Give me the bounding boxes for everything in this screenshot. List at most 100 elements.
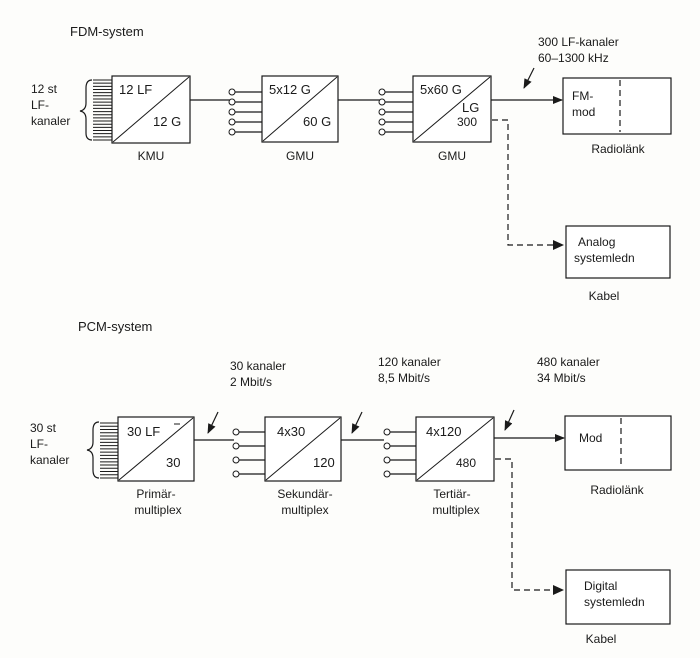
fdm-gmu2-ports <box>378 88 413 136</box>
port-terminal <box>378 108 386 116</box>
fdm-output-pointer <box>523 67 535 89</box>
pcm-tertiary-ports <box>383 428 416 478</box>
pcm-input-label: 30 st LF- kanaler <box>30 421 69 467</box>
pcm-primary-top: 30 LF <box>127 424 160 439</box>
svg-text:LF-: LF- <box>31 98 49 112</box>
port-terminal <box>378 118 386 126</box>
port-terminal <box>228 98 236 106</box>
pcm-radio-block: Mod <box>564 415 672 471</box>
pcm-note-2: 120 kanaler 8,5 Mbit/s <box>378 355 441 385</box>
pcm-tertiary-block: 4x120 480 <box>415 416 495 482</box>
pcm-secondary-ports <box>232 428 265 478</box>
fdm-radio-caption: Radiolänk <box>591 142 645 156</box>
pcm-pointer-1 <box>207 411 219 434</box>
port-terminal <box>383 456 391 464</box>
pcm-cable-block: Digital systemledn <box>565 569 671 625</box>
pcm-input-brace <box>86 421 100 479</box>
svg-text:multiplex: multiplex <box>281 503 328 517</box>
svg-text:multiplex: multiplex <box>432 503 479 517</box>
fdm-gmu2-bottom: 300 <box>457 115 477 129</box>
svg-text:30 kanaler: 30 kanaler <box>230 359 286 373</box>
svg-text:kanaler: kanaler <box>31 114 70 128</box>
fdm-output-note: 300 LF-kanaler 60–1300 kHz <box>538 35 619 65</box>
fdm-kmu-block: 12 LF 12 G <box>111 75 191 144</box>
fdm-cable-caption: Kabel <box>589 289 620 303</box>
pcm-note-3: 480 kanaler 34 Mbit/s <box>537 355 600 385</box>
port-terminal <box>232 428 240 436</box>
port-terminal <box>383 470 391 478</box>
port-terminal <box>228 108 236 116</box>
port-terminal <box>383 428 391 436</box>
pcm-secondary-caption: Sekundär- multiplex <box>277 487 332 517</box>
fdm-cable-text-1: Analog <box>578 235 615 249</box>
fdm-kmu-bottom: 12 G <box>153 114 181 129</box>
fdm-input-label: 12 st LF- kanaler <box>31 82 70 128</box>
fdm-kmu-caption: KMU <box>138 149 165 163</box>
pcm-secondary-top: 4x30 <box>277 424 305 439</box>
port-terminal <box>383 442 391 450</box>
svg-text:kanaler: kanaler <box>30 453 69 467</box>
fdm-gmu2-top: 5x60 G <box>420 82 462 97</box>
fdm-gmu2-mid: LG <box>462 100 479 115</box>
fdm-gmu1-ports <box>228 88 262 136</box>
fdm-input-brace <box>79 79 93 141</box>
fdm-gmu2-block: 5x60 G LG 300 <box>412 75 492 143</box>
fdm-cable-block: Analog systemledn <box>565 225 671 279</box>
svg-text:multiplex: multiplex <box>134 503 181 517</box>
fdm-cable-arrowhead <box>553 240 564 250</box>
pcm-secondary-block: 4x30 120 <box>264 416 342 482</box>
pcm-tertiary-bottom: 480 <box>456 456 476 470</box>
svg-text:120 kanaler: 120 kanaler <box>378 355 441 369</box>
svg-text:8,5 Mbit/s: 8,5 Mbit/s <box>378 371 430 385</box>
fdm-title: FDM-system <box>70 24 144 39</box>
svg-text:Tertiär-: Tertiär- <box>433 487 470 501</box>
pcm-primary-caption: Primär- multiplex <box>134 487 181 517</box>
pcm-secondary-bottom: 120 <box>313 455 335 470</box>
fdm-radio-block: FM- mod <box>562 77 672 135</box>
svg-text:Sekundär-: Sekundär- <box>277 487 332 501</box>
fdm-link-cable <box>492 119 560 246</box>
fdm-gmu1-bottom: 60 G <box>303 114 331 129</box>
port-terminal <box>228 88 236 96</box>
svg-text:Primär-: Primär- <box>136 487 175 501</box>
port-terminal <box>232 470 240 478</box>
pcm-primary-block: 30 LF 30 <box>117 416 195 482</box>
port-terminal <box>232 442 240 450</box>
svg-text:2 Mbit/s: 2 Mbit/s <box>230 375 272 389</box>
pcm-radio-caption: Radiolänk <box>590 483 644 497</box>
pcm-pointer-2 <box>351 411 363 434</box>
pcm-radio-text: Mod <box>579 431 602 445</box>
pcm-input-lines <box>100 422 118 479</box>
pcm-note-1: 30 kanaler 2 Mbit/s <box>230 359 286 389</box>
pcm-cable-text-1: Digital <box>584 579 617 593</box>
fdm-gmu1-block: 5x12 G 60 G <box>261 75 339 143</box>
pcm-link-cable <box>495 458 560 591</box>
pcm-cable-arrowhead <box>553 585 564 595</box>
port-terminal <box>228 118 236 126</box>
port-terminal <box>228 128 236 136</box>
svg-text:30 st: 30 st <box>30 421 57 435</box>
pcm-pointer-3 <box>504 409 515 431</box>
svg-text:60–1300 kHz: 60–1300 kHz <box>538 51 609 65</box>
port-terminal <box>378 128 386 136</box>
fdm-input-lines <box>93 79 112 141</box>
port-terminal <box>232 456 240 464</box>
pcm-primary-bottom: 30 <box>166 455 180 470</box>
pcm-tertiary-caption: Tertiär- multiplex <box>432 487 479 517</box>
fdm-radio-text-1: FM- <box>572 89 593 103</box>
fdm-gmu2-caption: GMU <box>438 149 466 163</box>
fdm-kmu-top: 12 LF <box>119 82 152 97</box>
pcm-tertiary-top: 4x120 <box>426 424 461 439</box>
svg-text:LF-: LF- <box>30 437 48 451</box>
pcm-title: PCM-system <box>78 319 152 334</box>
svg-text:300 LF-kanaler: 300 LF-kanaler <box>538 35 619 49</box>
port-terminal <box>378 88 386 96</box>
port-terminal <box>378 98 386 106</box>
fdm-cable-text-2: systemledn <box>574 251 635 265</box>
pcm-cable-caption: Kabel <box>586 632 617 646</box>
svg-text:34 Mbit/s: 34 Mbit/s <box>537 371 586 385</box>
svg-text:480 kanaler: 480 kanaler <box>537 355 600 369</box>
fdm-gmu1-top: 5x12 G <box>269 82 311 97</box>
